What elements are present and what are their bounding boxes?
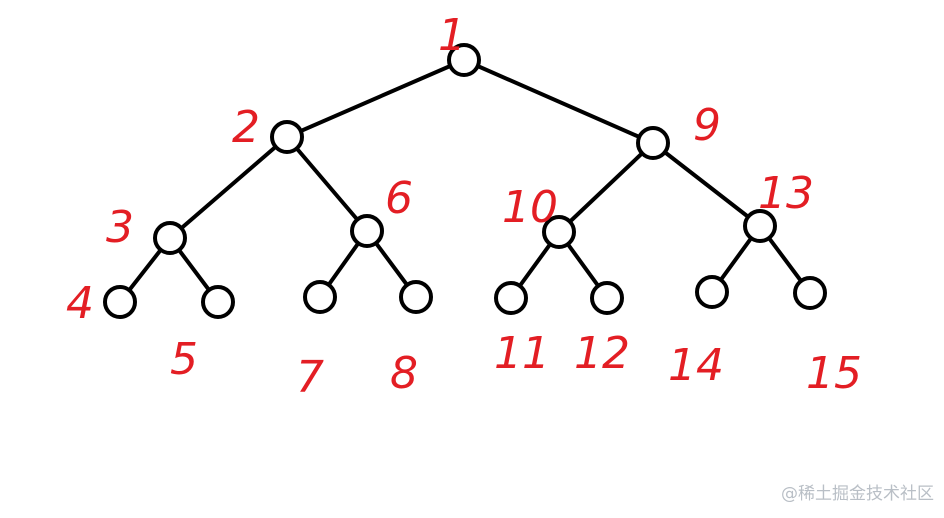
tree-edge-R-RR	[651, 141, 762, 228]
node-label-LRR: 8	[390, 348, 418, 399]
node-label-RLL: 11	[494, 328, 550, 379]
node-label-root: 1	[438, 10, 466, 61]
tree-node-LRR	[399, 280, 433, 314]
tree-edges	[118, 58, 812, 304]
tree-edge-R-RL	[557, 141, 655, 234]
node-label-RRR: 15	[806, 348, 862, 399]
tree-node-LRL	[303, 280, 337, 314]
node-label-LRL: 7	[296, 352, 324, 403]
watermark: @稀土掘金技术社区	[781, 484, 934, 504]
node-label-RRL: 14	[668, 340, 724, 391]
tree-node-RRR	[793, 276, 827, 310]
tree-node-LLR	[201, 285, 235, 319]
node-label-RR: 13	[758, 168, 814, 219]
tree-edge-root-L	[285, 58, 466, 139]
node-label-LR: 6	[385, 173, 413, 224]
node-label-LL: 3	[106, 202, 134, 253]
tree-node-R	[636, 126, 670, 160]
node-label-RL: 10	[502, 182, 558, 233]
tree-edge-L-LL	[168, 135, 289, 240]
tree-node-RR	[743, 209, 777, 243]
tree-edge-L-LR	[285, 135, 369, 233]
node-label-LLL: 4	[66, 278, 94, 329]
tree-node-L	[270, 120, 304, 154]
node-label-R: 9	[693, 100, 721, 151]
tree-node-root	[447, 43, 481, 77]
tree-node-LLL	[103, 285, 137, 319]
tree-node-RLR	[590, 281, 624, 315]
tree-node-RL	[542, 215, 576, 249]
tree-edge-root-R	[462, 58, 655, 145]
tree-node-LR	[350, 214, 384, 248]
tree-node-LL	[153, 221, 187, 255]
tree-node-RLL	[494, 281, 528, 315]
tree-node-RRL	[695, 275, 729, 309]
node-label-RLR: 12	[574, 328, 630, 379]
node-label-LLR: 5	[170, 334, 198, 385]
tree-nodes	[103, 43, 827, 319]
node-label-L: 2	[232, 102, 260, 153]
